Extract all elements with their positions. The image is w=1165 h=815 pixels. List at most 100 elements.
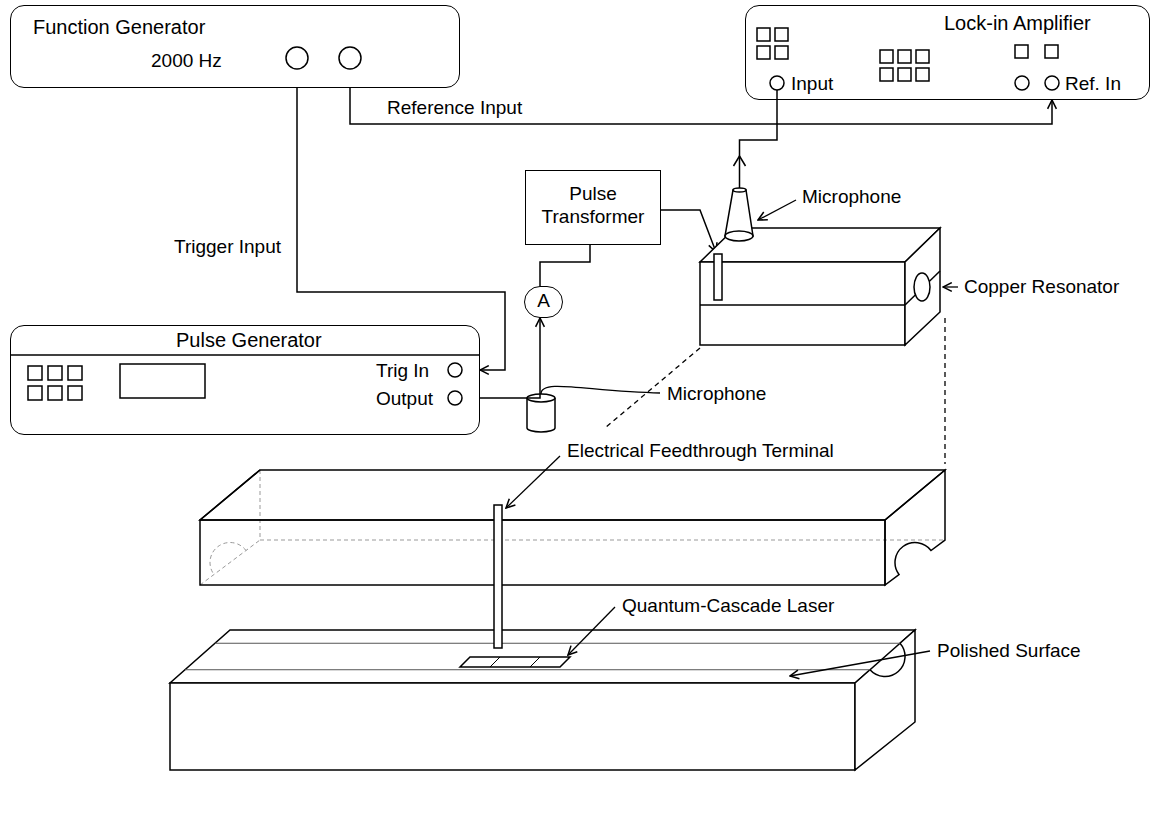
part-label: Copper Resonator bbox=[962, 276, 1121, 299]
panel-text: Ref. In bbox=[1065, 73, 1121, 96]
button bbox=[916, 68, 929, 81]
part-label: Electrical Feedthrough Terminal bbox=[565, 440, 836, 463]
signal-label: Trigger Input bbox=[172, 236, 283, 259]
resonator-side bbox=[905, 228, 940, 345]
signal-label: Reference Input bbox=[385, 97, 524, 120]
split-line bbox=[905, 271, 940, 305]
laser-chip bbox=[490, 657, 500, 667]
part-label: Microphone bbox=[665, 383, 768, 406]
part-label: Microphone bbox=[800, 186, 903, 209]
resonator-front bbox=[700, 262, 905, 345]
button bbox=[898, 50, 911, 63]
instrument-box: Lock-in AmplifierInput Ref. In bbox=[745, 5, 1150, 100]
part-label: Polished Surface bbox=[935, 640, 1083, 663]
button bbox=[898, 68, 911, 81]
laser-chip bbox=[530, 657, 540, 667]
resonator-lid bbox=[200, 470, 945, 585]
polished-surface bbox=[170, 630, 915, 683]
base-front bbox=[170, 683, 855, 770]
ref-jack bbox=[1045, 76, 1059, 90]
leader-line bbox=[568, 607, 615, 655]
button bbox=[880, 50, 893, 63]
lid-top bbox=[200, 470, 945, 520]
instrument-title: A bbox=[525, 290, 562, 313]
resonator-bore bbox=[914, 273, 930, 301]
button bbox=[757, 46, 770, 59]
groove-edge bbox=[185, 669, 870, 670]
output-jack bbox=[286, 47, 308, 69]
header-divider bbox=[11, 354, 479, 356]
microphone bbox=[725, 190, 753, 236]
feedthrough-rod bbox=[494, 505, 502, 648]
copper-resonator bbox=[700, 188, 940, 345]
output-jack bbox=[339, 47, 361, 69]
leader-line bbox=[758, 200, 796, 220]
base-side bbox=[855, 630, 915, 770]
groove-edge bbox=[215, 643, 900, 644]
panel-text: 2000 Hz bbox=[151, 50, 222, 73]
button bbox=[1045, 45, 1058, 58]
lid-edge bbox=[200, 470, 260, 520]
trig-jack bbox=[448, 363, 462, 377]
hidden-edge bbox=[170, 630, 915, 770]
lower-leaders bbox=[506, 386, 930, 676]
part-label: Quantum-Cascade Laser bbox=[620, 595, 836, 618]
lid-side bbox=[885, 470, 945, 585]
jack bbox=[1015, 76, 1029, 90]
button bbox=[775, 28, 788, 41]
arrow-head bbox=[734, 156, 746, 166]
button bbox=[68, 366, 82, 380]
instrument-box: Pulse GeneratorTrig In Output bbox=[10, 325, 480, 435]
leader-line bbox=[790, 651, 930, 676]
leader-line bbox=[943, 286, 958, 287]
button bbox=[48, 386, 62, 400]
button bbox=[1015, 45, 1028, 58]
ammeter-circle: A bbox=[524, 286, 563, 318]
microphone bbox=[725, 231, 753, 241]
microphone-wire bbox=[740, 90, 778, 188]
feedthrough bbox=[714, 254, 722, 300]
microphone bbox=[733, 188, 746, 192]
signal-wire bbox=[297, 88, 505, 370]
signal-wire bbox=[540, 245, 590, 286]
instrument-title: Pulse Transformer bbox=[532, 183, 654, 229]
resonator-base bbox=[170, 394, 915, 770]
instrument-title: Pulse Generator bbox=[176, 328, 322, 352]
instrument-box: Function Generator 2000 Hz bbox=[10, 5, 460, 88]
laser-chip bbox=[460, 657, 570, 667]
display bbox=[120, 364, 205, 398]
button bbox=[775, 46, 788, 59]
button bbox=[68, 386, 82, 400]
panel-text: Input bbox=[791, 73, 833, 96]
button bbox=[916, 50, 929, 63]
microphone-cable bbox=[541, 386, 660, 394]
resonator-top bbox=[700, 228, 940, 262]
button bbox=[757, 28, 770, 41]
projection-line bbox=[944, 318, 945, 464]
leader-line bbox=[506, 456, 560, 508]
instrument-title: Lock-in Amplifier bbox=[944, 11, 1091, 35]
button bbox=[880, 68, 893, 81]
input-jack bbox=[770, 76, 784, 90]
split-line bbox=[700, 304, 905, 306]
signal-wire bbox=[350, 88, 1052, 124]
signal-wire bbox=[480, 318, 540, 398]
hidden-edges bbox=[170, 470, 945, 770]
microphone bbox=[527, 428, 555, 432]
lid-front bbox=[200, 520, 885, 585]
hidden-edge bbox=[200, 470, 945, 585]
panel-text: Trig In bbox=[376, 360, 429, 383]
instrument-title: Function Generator bbox=[33, 15, 205, 39]
panel-text: Output bbox=[376, 388, 433, 411]
button bbox=[48, 366, 62, 380]
button bbox=[28, 386, 42, 400]
button bbox=[28, 366, 42, 380]
instrument-controls bbox=[11, 28, 1059, 405]
leaders bbox=[605, 200, 958, 464]
instrument-box: Pulse Transformer bbox=[525, 170, 661, 245]
drive-wire bbox=[660, 210, 716, 252]
output-jack bbox=[448, 391, 462, 405]
